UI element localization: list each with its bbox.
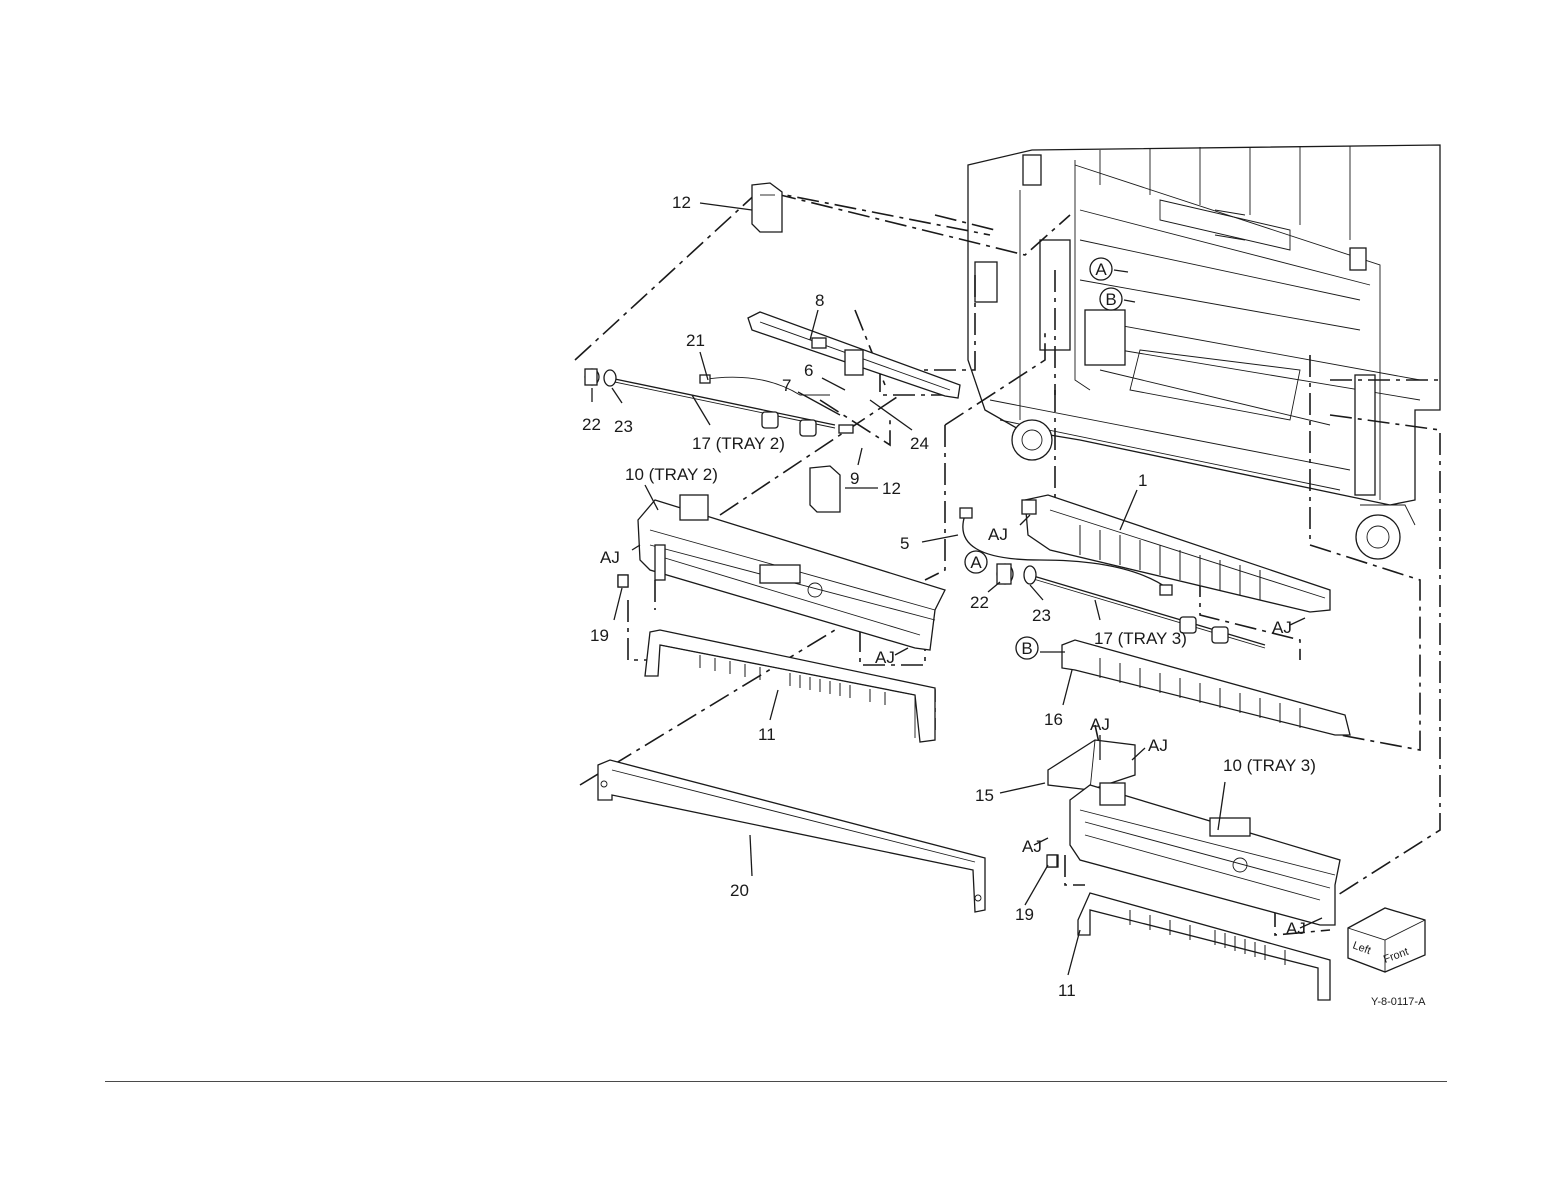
aj-label: AJ	[1148, 736, 1168, 755]
callout-22-left: 22	[582, 415, 601, 434]
aj-label: AJ	[875, 648, 895, 667]
callout-19-right: 19	[1015, 905, 1034, 924]
aj-label: AJ	[1286, 919, 1306, 938]
callout-12-lower: 12	[882, 479, 901, 498]
circle-ref-a-mid: A	[965, 551, 987, 573]
callout-15: 15	[975, 786, 994, 805]
aj-label: AJ	[1272, 618, 1292, 637]
svg-text:B: B	[1105, 290, 1116, 309]
callout-6: 6	[804, 361, 813, 380]
part-12-upper	[752, 183, 782, 232]
callout-23-left: 23	[614, 417, 633, 436]
orientation-cube: Left Front	[1348, 908, 1425, 972]
callout-11-right: 11	[1058, 981, 1076, 1000]
callout-8: 8	[815, 291, 824, 310]
svg-text:A: A	[1095, 260, 1107, 279]
callout-1: 1	[1138, 471, 1147, 490]
callout-22-mid: 22	[970, 593, 989, 612]
part-12-lower	[810, 466, 840, 512]
aj-label: AJ	[1022, 837, 1042, 856]
callout-16: 16	[1044, 710, 1063, 729]
callout-10-tray3: 10 (TRAY 3)	[1223, 756, 1316, 775]
circle-ref-b-top: B	[1100, 288, 1122, 310]
callout-7: 7	[782, 376, 791, 395]
part-19-screw-right	[1047, 855, 1057, 867]
svg-text:A: A	[970, 553, 982, 572]
aj-label: AJ	[988, 525, 1008, 544]
circle-ref-a-top: A	[1090, 258, 1112, 280]
aj-label: AJ	[600, 548, 620, 567]
callout-24: 24	[910, 434, 929, 453]
callout-11-left: 11	[758, 725, 776, 744]
part-1-guide	[1022, 495, 1330, 612]
part-20-front-cover	[598, 760, 985, 912]
aj-label: AJ	[1090, 715, 1110, 734]
figure-id: Y-8-0117-A	[1371, 996, 1426, 1008]
callout-17-tray3: 17 (TRAY 3)	[1094, 629, 1187, 648]
callout-5: 5	[900, 534, 909, 553]
footer-divider	[105, 1081, 1447, 1082]
callout-19-left: 19	[590, 626, 609, 645]
part-19-screw-left	[618, 575, 628, 587]
callout-9: 9	[850, 469, 859, 488]
callout-10-tray2: 10 (TRAY 2)	[625, 465, 718, 484]
svg-text:B: B	[1021, 639, 1032, 658]
callout-12-upper: 12	[672, 193, 691, 212]
part-10-tray2-assembly	[618, 495, 945, 650]
callout-20: 20	[730, 881, 749, 900]
callout-23-mid: 23	[1032, 606, 1051, 625]
callout-17-tray2: 17 (TRAY 2)	[692, 434, 785, 453]
circle-ref-b-mid: B	[1016, 637, 1038, 659]
callout-21: 21	[686, 331, 705, 350]
part-11-left-cover	[645, 630, 935, 742]
